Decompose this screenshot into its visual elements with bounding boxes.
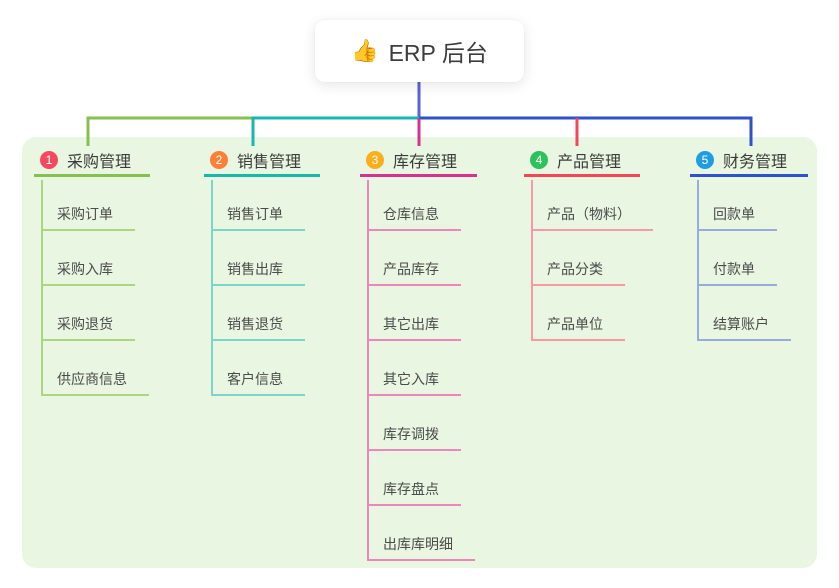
root-node-title: ERP 后台 [388,40,488,66]
branch-number-badge: 1 [40,150,58,169]
branch-title-label: 产品管理 [557,153,622,171]
branch-number-badge: 4 [530,150,548,169]
branch-3-child-1[interactable]: 仓库信息 [367,199,461,231]
root-node[interactable]: 👍 ERP 后台 [315,20,524,82]
branch-4-child-3[interactable]: 产品单位 [531,309,625,341]
branches-panel [22,137,817,568]
branch-title-label: 采购管理 [67,153,132,171]
branch-child-connector [697,180,699,341]
branch-3-child-3[interactable]: 其它出库 [367,309,461,341]
branch-4-child-2[interactable]: 产品分类 [531,254,625,286]
branch-4-title[interactable]: 4 产品管理 [524,145,640,177]
branch-1-child-4[interactable]: 供应商信息 [41,364,149,396]
branch-3-child-7[interactable]: 出库库明细 [367,529,475,561]
branch-title-label: 财务管理 [723,153,788,171]
branch-5-child-3[interactable]: 结算账户 [697,309,791,341]
branch-1-child-2[interactable]: 采购入库 [41,254,135,286]
branch-3-child-5[interactable]: 库存调拨 [367,419,461,451]
branch-child-connector [367,180,369,561]
branch-1-title[interactable]: 1 采购管理 [34,145,150,177]
branch-3-title[interactable]: 3 库存管理 [360,145,477,177]
branch-child-connector [531,180,533,341]
branch-5-child-1[interactable]: 回款单 [697,199,777,231]
branch-5-child-2[interactable]: 付款单 [697,254,777,286]
branch-title-label: 销售管理 [237,153,302,171]
branch-2-child-1[interactable]: 销售订单 [211,199,305,231]
branch-3-child-4[interactable]: 其它入库 [367,364,461,396]
branch-5-title[interactable]: 5 财务管理 [690,145,808,177]
thumbs-up-icon: 👍 [351,38,379,63]
branch-2-child-2[interactable]: 销售出库 [211,254,305,286]
branch-1-child-3[interactable]: 采购退货 [41,309,135,341]
branch-2-title[interactable]: 2 销售管理 [204,145,320,177]
branch-title-label: 库存管理 [393,153,458,171]
branch-1-child-1[interactable]: 采购订单 [41,199,135,231]
branch-2-child-3[interactable]: 销售退货 [211,309,305,341]
branch-3-child-2[interactable]: 产品库存 [367,254,461,286]
branch-2-child-4[interactable]: 客户信息 [211,364,305,396]
branch-3-child-6[interactable]: 库存盘点 [367,474,461,506]
branch-number-badge: 5 [696,150,714,169]
branch-child-connector [211,180,213,396]
branch-child-connector [41,180,43,396]
branch-4-child-1[interactable]: 产品（物料） [531,199,653,231]
branch-number-badge: 2 [210,150,228,169]
branch-number-badge: 3 [366,150,384,169]
